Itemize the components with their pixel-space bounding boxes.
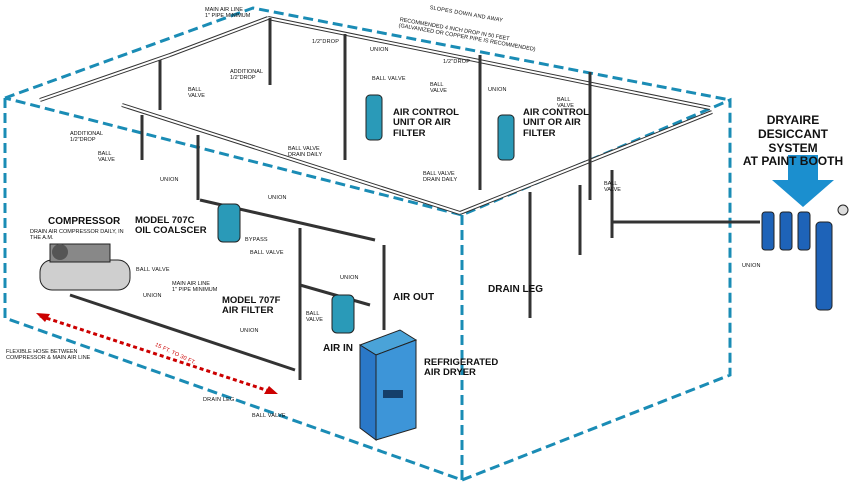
label-ball-valve-lower-1: BALL VALVE	[250, 250, 284, 256]
label-union-top: UNION	[370, 47, 389, 53]
refrigerated-air-dryer	[358, 329, 418, 441]
label-ball-valve-lower-2: BALL VALVE	[136, 267, 170, 273]
air-control-unit-2	[497, 114, 515, 161]
label-half-drop-1: 1/2"DROP	[312, 39, 340, 45]
label-air-in: AIR IN	[323, 343, 353, 354]
main-header-pipes-inner	[39, 17, 713, 214]
label-union-bottom: UNION	[240, 328, 259, 334]
air-filter-707f	[331, 294, 355, 334]
label-air-out: AIR OUT	[393, 292, 435, 303]
label-drain-leg-right: DRAIN LEG	[488, 284, 543, 295]
desiccant-system	[761, 204, 849, 311]
label-half-drop-2: 1/2"DROP	[443, 59, 471, 65]
distance-arrow	[36, 313, 278, 394]
label-union-right-lower: UNION	[340, 275, 359, 281]
label-union-right: UNION	[488, 87, 507, 93]
compressor	[39, 243, 131, 291]
label-compressor-title: COMPRESSOR	[48, 216, 121, 227]
label-bypass: BYPASS	[245, 237, 268, 243]
down-arrow-icon	[772, 155, 834, 207]
label-ball-valve-a: BALL VALVE	[372, 76, 406, 82]
label-union-lower: UNION	[143, 293, 162, 299]
label-union-left: UNION	[160, 177, 179, 183]
drop-pipes	[69, 18, 760, 380]
room-boundary	[3, 6, 732, 482]
label-union-mid: UNION	[268, 195, 287, 201]
air-control-unit-1	[365, 94, 383, 141]
label-drain-leg-bottom: DRAIN LEG	[203, 397, 235, 403]
oil-coalescer	[217, 203, 241, 243]
label-ball-valve-bottom: BALL VALVE	[252, 413, 286, 419]
label-union-booth: UNION	[742, 263, 761, 269]
